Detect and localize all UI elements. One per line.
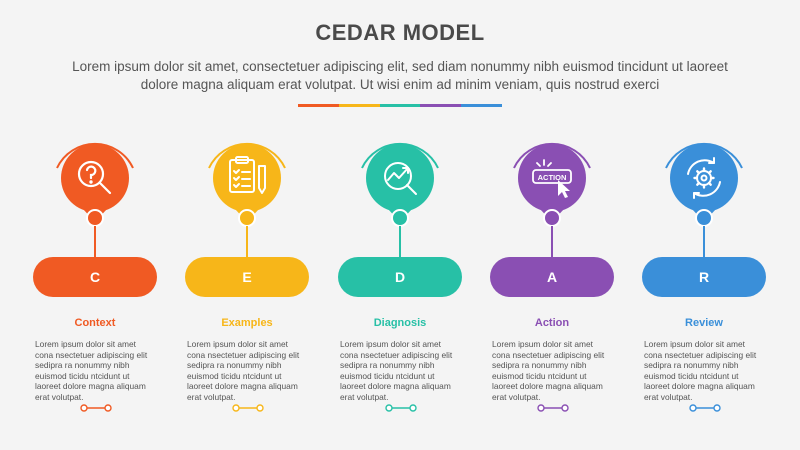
action-button-cursor-icon: ACTION bbox=[532, 159, 572, 198]
dot-connector-icon bbox=[537, 404, 569, 412]
divider-segment bbox=[379, 104, 421, 107]
color-divider bbox=[298, 104, 502, 107]
step-diagnosis: D Diagnosis Lorem ipsum dolor sit amet c… bbox=[338, 130, 462, 430]
svg-text:ACTION: ACTION bbox=[538, 173, 567, 182]
step-action: ACTION A Action Lorem ipsum dolor sit am… bbox=[490, 130, 614, 430]
step-letter-pill: R bbox=[642, 257, 766, 297]
step-review: R Review Lorem ipsum dolor sit amet cona… bbox=[642, 130, 766, 430]
step-heading: Review bbox=[685, 317, 723, 329]
step-examples: E Examples Lorem ipsum dolor sit amet co… bbox=[185, 130, 309, 430]
divider-segment bbox=[338, 104, 380, 107]
divider-segment bbox=[420, 104, 462, 107]
divider-segment bbox=[298, 104, 339, 107]
step-heading: Action bbox=[534, 317, 570, 329]
chart-magnifier-icon bbox=[384, 162, 417, 195]
step-description: Lorem ipsum dolor sit amet cona nsectetu… bbox=[35, 339, 148, 402]
page-subtitle: Lorem ipsum dolor sit amet, consectetuer… bbox=[72, 59, 728, 92]
step-letter-pill: C bbox=[33, 257, 157, 297]
pin-marker bbox=[56, 142, 134, 257]
step-heading: Context bbox=[74, 317, 116, 329]
step-heading: Diagnosis bbox=[373, 317, 427, 329]
gear-cycle-icon bbox=[687, 157, 721, 199]
step-letter-pill: D bbox=[338, 257, 462, 297]
step-description: Lorem ipsum dolor sit amet cona nsectetu… bbox=[644, 339, 757, 402]
pin-marker: ACTION bbox=[513, 142, 591, 257]
pin-marker bbox=[665, 142, 743, 257]
dot-connector-icon bbox=[80, 404, 112, 412]
step-heading: Examples bbox=[221, 317, 273, 329]
magnifier-question-icon bbox=[77, 160, 112, 195]
pin-marker bbox=[208, 142, 286, 257]
dot-connector-icon bbox=[689, 404, 721, 412]
step-description: Lorem ipsum dolor sit amet cona nsectetu… bbox=[492, 339, 605, 402]
pin-marker bbox=[361, 142, 439, 257]
step-letter-pill: A bbox=[490, 257, 614, 297]
step-context: C Context Lorem ipsum dolor sit amet con… bbox=[33, 130, 157, 430]
step-description: Lorem ipsum dolor sit amet cona nsectetu… bbox=[187, 339, 300, 402]
page-title: CEDAR MODEL bbox=[315, 20, 485, 45]
divider-segment bbox=[461, 104, 502, 107]
step-description: Lorem ipsum dolor sit amet cona nsectetu… bbox=[340, 339, 453, 402]
dot-connector-icon bbox=[385, 404, 417, 412]
dot-connector-icon bbox=[232, 404, 264, 412]
clipboard-checklist-icon bbox=[229, 156, 266, 194]
step-letter-pill: E bbox=[185, 257, 309, 297]
